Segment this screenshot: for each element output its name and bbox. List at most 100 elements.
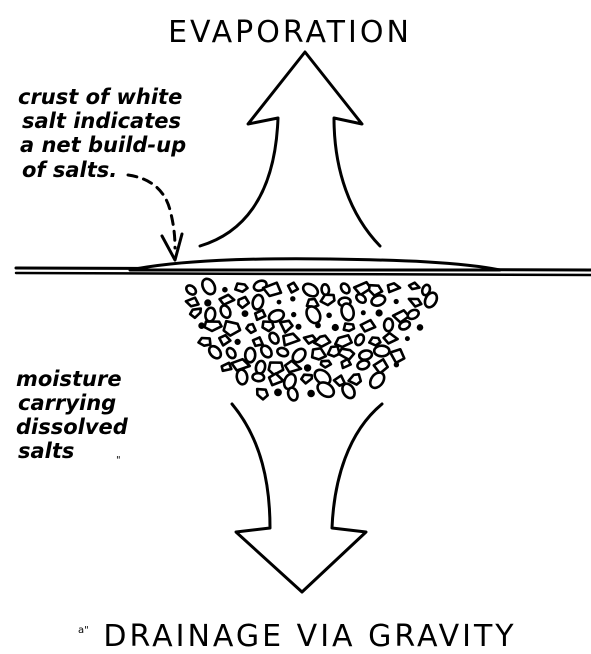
moisture-note-line-2: carrying (18, 391, 116, 415)
salt-crust (130, 259, 500, 270)
gravel-stone (199, 338, 211, 346)
soil-grain (394, 363, 398, 367)
gravel-stone (186, 298, 199, 307)
crust-note-line-1: crust of white (18, 85, 182, 109)
gravel-stone (384, 333, 398, 343)
gravel-pebble (374, 346, 389, 357)
gravel-stone (238, 297, 249, 308)
crust-note-line-4: of salts. (22, 158, 117, 182)
gravel-pebble (301, 281, 320, 299)
soil-grain (292, 312, 296, 316)
gravel-stone (321, 361, 331, 368)
soil-grain (361, 311, 365, 315)
moisture-note-line-4: salts (18, 439, 74, 463)
gravel-stone (246, 324, 255, 333)
gravel-pebble (259, 344, 274, 360)
gravel-pebble (219, 304, 233, 319)
gravel-stone (388, 283, 400, 292)
gravel-soil-zone (185, 277, 440, 402)
soil-grain (235, 339, 240, 344)
gravel-pebble (370, 294, 386, 308)
gravel-stone (205, 322, 222, 332)
gravel-pebble (204, 307, 216, 322)
soil-grain (394, 299, 398, 303)
gravel-stone (253, 337, 263, 346)
gravel-stone (283, 334, 299, 346)
gravel-stone (369, 338, 380, 346)
crust-note-line-2: salt indicates (22, 109, 181, 133)
gravel-pebble (207, 344, 223, 361)
gravel-pebble (358, 349, 372, 360)
gravel-stone (361, 320, 375, 331)
gravel-stone (220, 295, 235, 305)
drainage-arrow (232, 404, 382, 592)
gravel-stone (235, 284, 247, 292)
gravel-pebble (245, 348, 255, 363)
gravel-stone (269, 374, 283, 386)
gravel-pebble (355, 292, 368, 304)
gravel-pebble (384, 318, 393, 331)
soil-grain (332, 324, 338, 330)
gravel-stone (224, 321, 240, 335)
crust-pointer-arrow (128, 175, 182, 260)
gravel-pebble (304, 304, 323, 325)
gravel-stone (314, 336, 330, 347)
gravel-pebble (367, 370, 387, 391)
soil-grain (277, 300, 281, 304)
gravel-stone (409, 283, 419, 289)
soil-grain (316, 323, 321, 328)
soil-grain (242, 311, 248, 317)
gravel-pebble (340, 302, 356, 321)
soil-grain (304, 365, 310, 371)
moisture-note-line-1: moisture (16, 367, 122, 391)
gravel-pebble (251, 294, 264, 311)
moisture-annotation: moisture carrying dissolved salts (16, 367, 129, 463)
gravel-stone (255, 310, 265, 320)
gravel-stone (263, 322, 274, 332)
evaporation-label: EVAPORATION (168, 15, 412, 50)
gravel-pebble (200, 277, 218, 297)
evaporation-arrow (200, 52, 380, 246)
soil-grain (327, 313, 332, 318)
crust-note-line-3: a net build-up (20, 133, 186, 157)
soil-grain (308, 390, 315, 397)
gravel-pebble (252, 373, 264, 382)
soil-grain (223, 287, 228, 292)
stray-mark: " (116, 455, 121, 466)
soil-grain (417, 325, 423, 331)
soil-grain (205, 300, 211, 306)
gravel-stone (222, 363, 232, 371)
gravel-pebble (406, 308, 420, 321)
gravel-stone (280, 321, 292, 333)
gravel-pebble (236, 369, 248, 385)
soil-grain (376, 310, 382, 316)
gravel-stone (288, 283, 298, 293)
gravel-pebble (268, 331, 281, 345)
gravel-stone (321, 295, 335, 305)
soil-grain (405, 337, 409, 341)
soil-grain (296, 324, 301, 329)
gravel-pebble (185, 284, 198, 297)
gravel-stone (344, 324, 354, 331)
gravel-pebble (276, 347, 289, 358)
drainage-label: DRAINAGE VIA GRAVITY (103, 619, 516, 654)
gravel-pebble (339, 282, 351, 295)
gravel-stone (349, 374, 361, 384)
gravel-pebble (225, 347, 237, 360)
gravel-stone (257, 389, 268, 399)
gravel-pebble (287, 387, 300, 402)
stray-mark: a" (78, 625, 89, 636)
soil-grain (275, 389, 282, 396)
gravel-stone (342, 359, 351, 368)
gravel-stone (312, 348, 326, 359)
crust-annotation: crust of white salt indicates a net buil… (18, 85, 186, 182)
gravel-stone (338, 349, 354, 360)
gravel-stone (409, 299, 421, 307)
gravel-stone (219, 335, 230, 345)
moisture-note-line-3: dissolved (16, 415, 129, 439)
gravel-stone (390, 349, 404, 363)
gravel-pebble (354, 333, 366, 347)
soil-grain (291, 297, 295, 301)
gravel-stone (301, 375, 312, 384)
